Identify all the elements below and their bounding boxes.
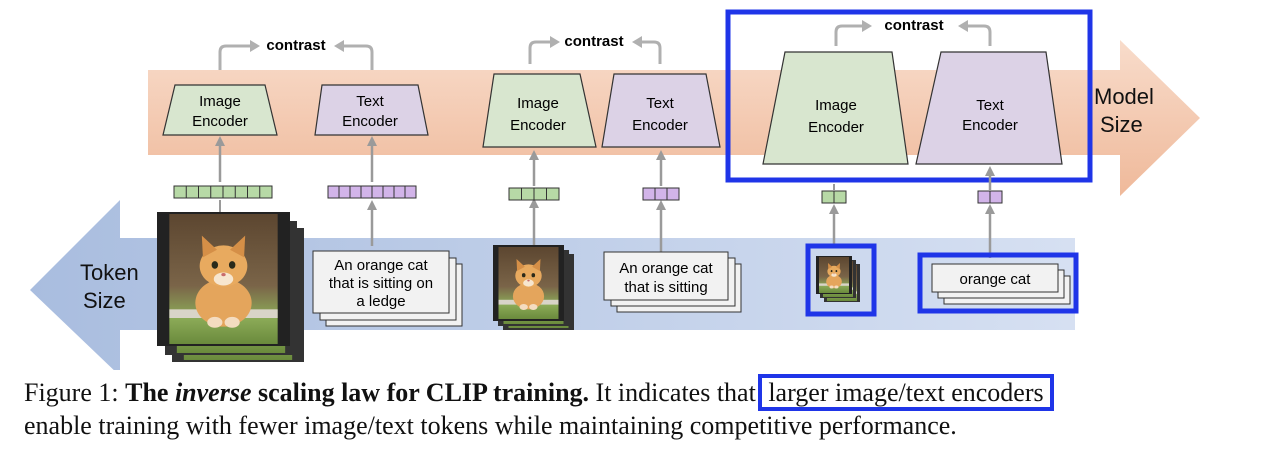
highlight-box-encoders	[725, 9, 1093, 183]
image-encoder-large	[762, 51, 909, 165]
caption-long-line2: that is sitting on	[329, 275, 433, 292]
caption-card-long: An orange cat that is sitting on a ledge	[312, 250, 463, 327]
contrast-label-2: contrast	[564, 33, 623, 50]
caption-title-part2: scaling law for CLIP training.	[251, 378, 590, 407]
text-encoder-large	[915, 51, 1063, 165]
text-encoder-medium	[601, 73, 721, 148]
text-tokens-3	[642, 187, 680, 201]
caption-card-short: orange cat	[931, 263, 1071, 305]
highlight-box-caption-short	[917, 252, 1079, 314]
image-encoder-small-label2: Encoder	[192, 113, 248, 130]
caption-highlight: larger image/text encoders	[758, 374, 1054, 411]
text-tokens-1	[977, 190, 1003, 204]
text-encoder-small	[314, 84, 429, 136]
caption-card-medium: An orange cat that is sitting	[603, 251, 742, 313]
image-tokens-8	[173, 185, 273, 199]
image-tokens-4	[508, 187, 560, 201]
text-encoder-medium-label2: Encoder	[632, 117, 688, 134]
figure-caption: Figure 1: The inverse scaling law for CL…	[24, 374, 1254, 442]
caption-medium-line2: that is sitting	[624, 279, 707, 296]
contrast-label-3: contrast	[884, 17, 943, 34]
image-tokens-2	[821, 190, 847, 204]
caption-title-italic: inverse	[174, 378, 252, 407]
cat-image-small	[816, 256, 860, 302]
image-encoder-medium-label: Image	[517, 95, 559, 112]
text-tokens-8	[327, 185, 417, 199]
image-encoder-large-label: Image	[815, 97, 857, 114]
image-encoder-large-label2: Encoder	[808, 119, 864, 136]
token-size-label-line1: Token	[80, 260, 139, 285]
image-encoder-small-label: Image	[199, 93, 241, 110]
caption-text1: It indicates that	[589, 378, 763, 407]
cat-image-medium	[493, 245, 574, 330]
contrast-label-1: contrast	[266, 37, 325, 54]
caption-medium-line1: An orange cat	[619, 260, 713, 277]
caption-title-part1: The	[125, 378, 175, 407]
caption-text2: enable training with fewer image/text to…	[24, 411, 957, 440]
caption-prefix: Figure 1:	[24, 378, 126, 407]
caption-long-line1: An orange cat	[334, 257, 428, 274]
figure: Model Size Token Size Image Encoder Text…	[30, 9, 1200, 370]
image-encoder-medium	[482, 73, 597, 148]
highlight-box-image-small	[805, 243, 877, 317]
model-size-label-line1: Model	[1094, 84, 1154, 109]
text-encoder-medium-label: Text	[646, 95, 674, 112]
token-size-label-line2: Size	[83, 288, 126, 313]
image-encoder-small	[162, 84, 278, 136]
model-size-label-line2: Size	[1100, 112, 1143, 137]
text-encoder-small-label2: Encoder	[342, 113, 398, 130]
text-encoder-small-label: Text	[356, 93, 384, 110]
text-encoder-large-label: Text	[976, 97, 1004, 114]
caption-short-line1: orange cat	[960, 271, 1032, 288]
text-encoder-large-label2: Encoder	[962, 117, 1018, 134]
caption-long-line3: a ledge	[356, 293, 405, 310]
image-encoder-medium-label2: Encoder	[510, 117, 566, 134]
cat-image-large	[157, 212, 304, 362]
